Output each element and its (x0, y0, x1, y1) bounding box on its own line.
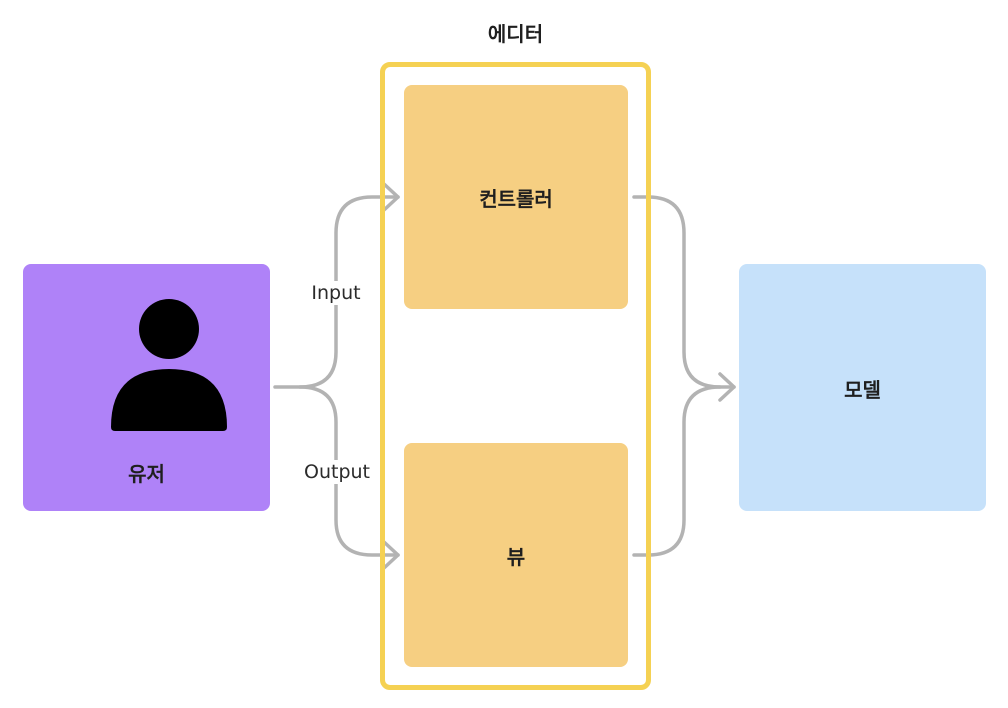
model-label: 모델 (844, 378, 881, 402)
model-node[interactable]: 모델 (739, 264, 986, 511)
input-label: Input (304, 281, 368, 305)
editor-container (380, 62, 651, 690)
user-node[interactable]: 유저 (23, 264, 270, 511)
output-label: Output (296, 460, 378, 484)
controller-model-connector (632, 195, 736, 389)
controller-node[interactable]: 컨트롤러 (404, 85, 628, 309)
view-label: 뷰 (506, 545, 526, 569)
input-arrowhead (382, 182, 400, 212)
view-model-connector (632, 385, 722, 557)
output-arrowhead (382, 540, 400, 570)
model-arrowhead (718, 372, 736, 402)
controller-label: 컨트롤러 (479, 187, 553, 211)
output-connector (298, 385, 400, 557)
person-icon (111, 299, 227, 431)
editor-title: 에디터 (487, 22, 544, 46)
user-label: 유저 (128, 462, 165, 486)
view-node[interactable]: 뷰 (404, 443, 628, 667)
